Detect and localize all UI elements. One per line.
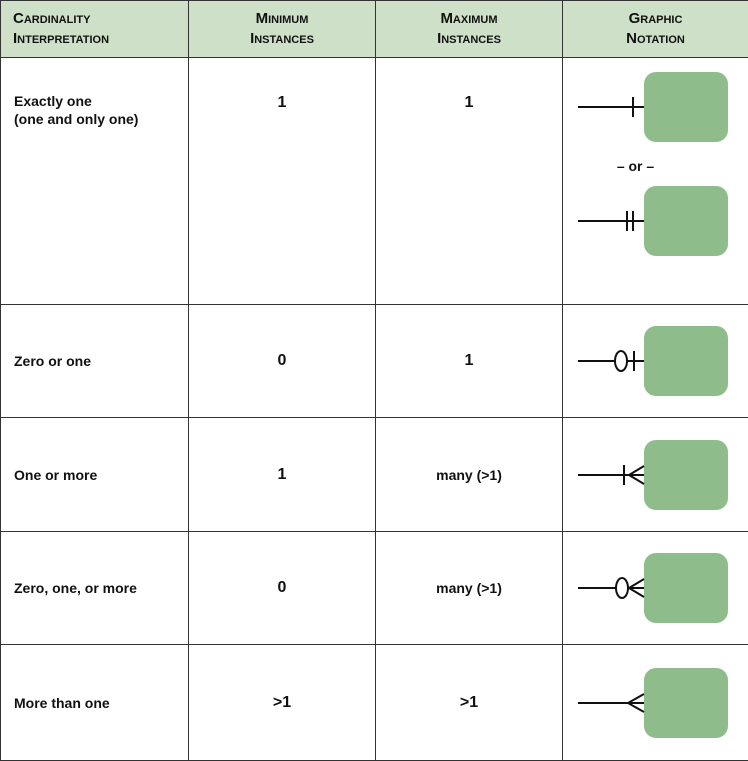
notation-cell: [562, 531, 748, 645]
crows-foot-mark: [625, 692, 645, 713]
entity-box: [644, 667, 728, 738]
entity-box: [644, 72, 728, 142]
or-separator: – or –: [616, 158, 655, 174]
max-cell: 1: [375, 57, 563, 305]
notation-one: [578, 72, 728, 142]
min-cell: 1: [188, 417, 376, 532]
circle-mark: [614, 350, 628, 372]
entity-box: [644, 186, 728, 256]
crows-foot-mark: [627, 578, 645, 598]
notation-zero-or-one: [578, 326, 728, 396]
notation-one-mandatory: [578, 186, 728, 256]
max-cell: 1: [375, 304, 563, 418]
interpretation-cell: Exactly one(one and only one): [0, 57, 189, 305]
min-cell: >1: [188, 644, 376, 761]
notation-zero-one-or-more: [578, 553, 728, 623]
interpretation-cell: Zero or one: [0, 304, 189, 418]
interpretation-cell: One or more: [0, 417, 189, 532]
table-row: Zero or one 0 1: [0, 304, 748, 418]
max-cell: many (>1): [375, 531, 563, 645]
entity-box: [644, 439, 728, 510]
notation-cell: [562, 417, 748, 532]
max-cell: many (>1): [375, 417, 563, 532]
notation-one-or-more: [578, 439, 728, 510]
notation-cell: [562, 644, 748, 761]
min-cell: 0: [188, 531, 376, 645]
interpretation-cell: Zero, one, or more: [0, 531, 189, 645]
table-row: More than one >1 >1: [0, 644, 748, 761]
entity-box: [644, 553, 728, 623]
circle-mark: [615, 577, 629, 599]
table-row: Zero, one, or more 0 many (>1): [0, 531, 748, 645]
table-row: One or more 1 many (>1): [0, 417, 748, 532]
max-cell: >1: [375, 644, 563, 761]
notation-more-than-one: [578, 667, 728, 738]
notation-cell: [562, 304, 748, 418]
crows-foot-mark: [627, 464, 645, 485]
min-cell: 0: [188, 304, 376, 418]
interpretation-cell: More than one: [0, 644, 189, 761]
min-cell: 1: [188, 57, 376, 305]
entity-box: [644, 326, 728, 396]
notation-cell: – or –: [562, 57, 748, 305]
table-row: Exactly one(one and only one) 1 1 – or –: [0, 57, 748, 305]
